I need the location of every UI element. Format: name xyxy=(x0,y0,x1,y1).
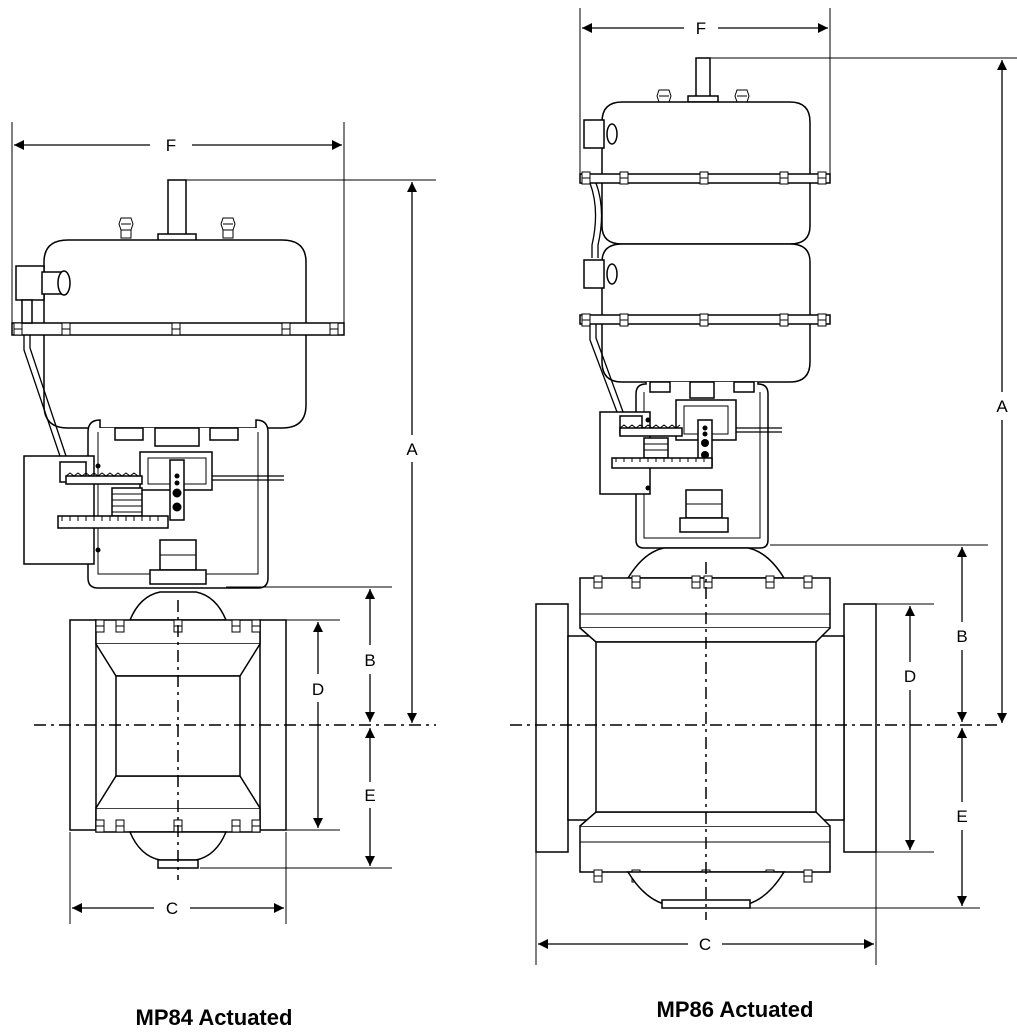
mp86-label-a: A xyxy=(996,397,1008,416)
mp84-actuator-stem xyxy=(167,179,187,238)
mp86-gear-rack xyxy=(619,427,683,437)
mp84-label-d: D xyxy=(312,680,324,699)
mp86-scale xyxy=(611,457,713,469)
mp86-label-b: B xyxy=(956,627,967,646)
mp86-label-f: F xyxy=(696,19,706,38)
mp86-valve-body xyxy=(535,575,877,909)
mp86-label-d: D xyxy=(904,667,916,686)
mp84-gear-rack xyxy=(65,475,143,485)
mp86-actuator-stem xyxy=(695,57,711,101)
mp84-scale xyxy=(57,515,169,529)
mp86-dimensions xyxy=(538,23,1007,949)
mp86-air-fitting-upper xyxy=(583,119,605,149)
mp84-dimensions xyxy=(14,140,417,913)
mp84-air-tube xyxy=(23,335,63,463)
mp86-label-e: E xyxy=(956,807,967,826)
mp84-dimension-labels: F A B D E C xyxy=(166,136,419,918)
mp84-label-c: C xyxy=(166,899,178,918)
mp86-air-fitting-lower xyxy=(583,259,605,289)
mp86-lower-chamber xyxy=(601,243,811,383)
mp84-label-b: B xyxy=(364,651,375,670)
mp84-air-fitting xyxy=(15,265,45,301)
mp84-label-a: A xyxy=(406,440,418,459)
mp84-label-f: F xyxy=(166,136,176,155)
mp84-caption: MP84 Actuated xyxy=(136,1005,293,1030)
mp86-label-c: C xyxy=(699,935,711,954)
mp84-top-nuts xyxy=(118,217,236,239)
mp84-label-e: E xyxy=(364,786,375,805)
mp86-air-tube xyxy=(589,182,597,258)
mp86-dimension-labels: F A B D E C xyxy=(696,19,1009,954)
mp86-drawing xyxy=(510,8,1017,965)
mp84-drawing xyxy=(11,122,436,924)
mp86-caption: MP86 Actuated xyxy=(657,997,814,1022)
